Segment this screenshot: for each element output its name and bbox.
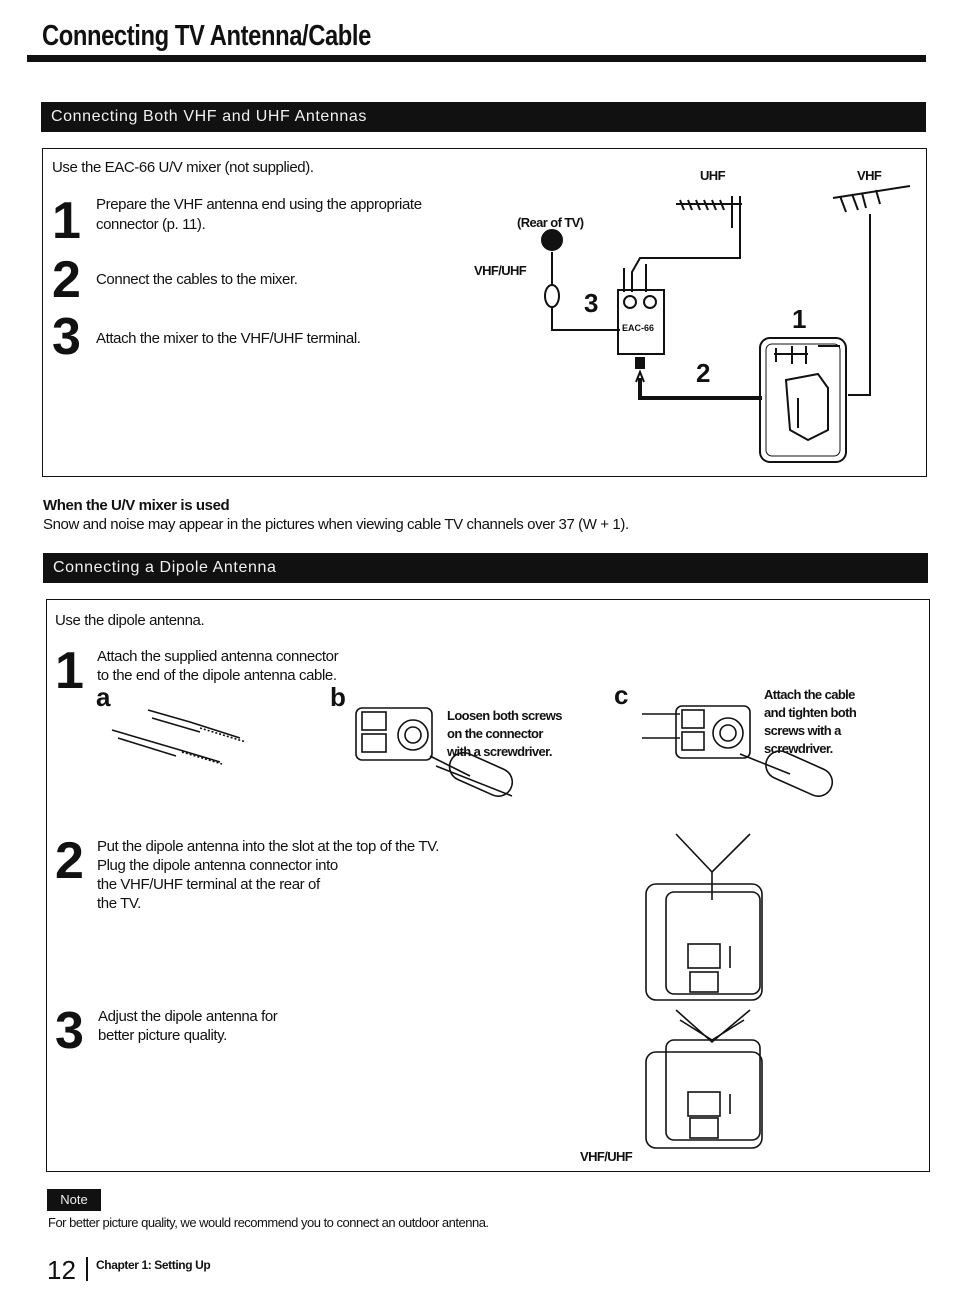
step-text: Prepare the VHF antenna end using the ap… [96, 196, 422, 213]
mixer-note-heading: When the U/V mixer is used [43, 497, 230, 514]
page-title: Connecting TV Antenna/Cable [42, 20, 371, 52]
rear-tv-label: (Rear of TV) [517, 215, 584, 230]
vhf-uhf-label: VHF/UHF [474, 263, 527, 278]
callout-2: 2 [696, 358, 711, 388]
dipole-antenna-illustration [111, 705, 834, 1149]
step-number: 3 [55, 1002, 84, 1060]
uhf-label: UHF [700, 168, 726, 183]
vhf-label: VHF [857, 168, 882, 183]
step-number: 3 [52, 308, 81, 366]
vhf-uhf-mixer-illustration [541, 185, 911, 463]
step-number: 2 [52, 251, 81, 309]
step-number: 1 [52, 192, 81, 250]
callout-3: 3 [584, 288, 599, 318]
section2-box [46, 599, 930, 1172]
step-text: Attach the supplied antenna connector [97, 648, 339, 665]
section-bar-vhf-uhf: Connecting Both VHF and UHF Antennas [41, 102, 926, 132]
section1-intro: Use the EAC-66 U/V mixer (not supplied). [52, 159, 314, 176]
note-badge: Note [47, 1189, 101, 1211]
figure-label-b: b [330, 682, 346, 712]
step-text: connector (p. 11). [96, 216, 206, 233]
figure-label-a: a [96, 682, 111, 712]
step-text: Adjust the dipole antenna for better pic… [98, 1008, 278, 1044]
step-text: Attach the mixer to the VHF/UHF terminal… [96, 330, 361, 347]
title-rule [27, 55, 926, 62]
note-text: For better picture quality, we would rec… [48, 1215, 489, 1230]
chapter-label: Chapter 1: Setting Up [96, 1258, 211, 1272]
step-text: to the end of the dipole antenna cable. [97, 667, 337, 684]
figure-c-caption: Attach the cable and tighten both screws… [764, 687, 857, 756]
section2-intro: Use the dipole antenna. [55, 612, 205, 629]
mixer-note-text: Snow and noise may appear in the picture… [43, 516, 629, 533]
vhf-uhf-terminal-label: VHF/UHF [580, 1149, 633, 1164]
step-number: 1 [55, 642, 84, 700]
step-text: Put the dipole antenna into the slot at … [97, 838, 440, 912]
footer-divider [86, 1257, 88, 1281]
page-number: 12 [47, 1255, 76, 1285]
figure-label-c: c [614, 680, 629, 710]
step-text: Connect the cables to the mixer. [96, 271, 298, 288]
eac-label: EAC-66 [622, 323, 655, 333]
section1-box [42, 148, 927, 477]
callout-1: 1 [792, 304, 807, 334]
section-bar-dipole: Connecting a Dipole Antenna [43, 553, 928, 583]
step-number: 2 [55, 832, 84, 890]
